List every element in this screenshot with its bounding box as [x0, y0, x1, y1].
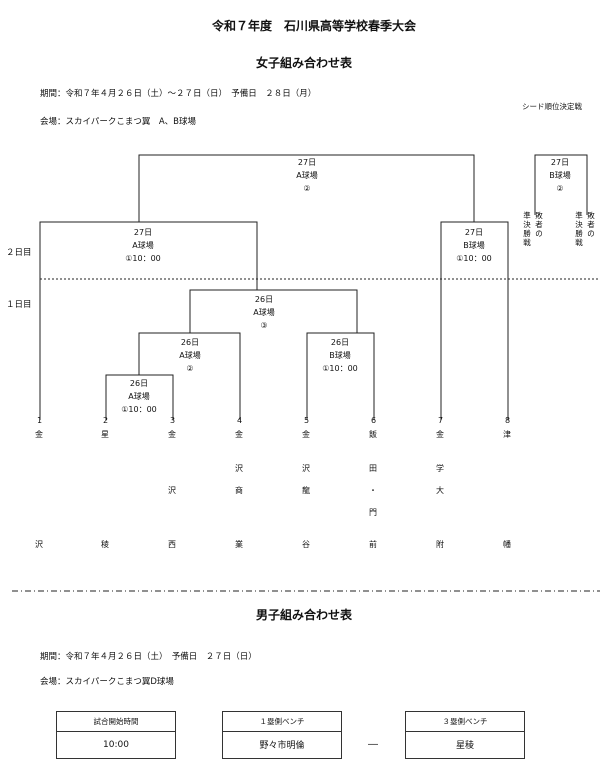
vertical-char: 準: [523, 211, 531, 220]
team-name-char: 沢: [168, 486, 176, 495]
team-name-char: 星: [101, 430, 109, 439]
seed-right-col-2: 敗者の: [584, 211, 598, 238]
vertical-char: 者: [587, 220, 595, 229]
team-name-char: 大: [436, 486, 444, 495]
seed-left-text: 準決勝戦 敗者の: [520, 211, 548, 271]
start-time-box: 試合開始時間 10:00: [56, 711, 176, 759]
team-name-char: 金: [168, 430, 176, 439]
team-name-char: 金: [35, 430, 43, 439]
team-name-char: 学: [436, 464, 444, 473]
first-base-bench-label: １塁側ベンチ: [259, 717, 305, 726]
day1-label: １日目: [6, 300, 32, 310]
team-name-char: 沢: [302, 464, 310, 473]
girls-bracket-title: 女子組み合わせ表: [256, 56, 353, 70]
start-time-label: 試合開始時間: [93, 717, 139, 726]
boys-venue: 会場：スカイパークこまつ翼D球場: [40, 677, 174, 687]
team-number-8: 8: [505, 416, 511, 425]
team-name-char: 津: [503, 430, 511, 439]
third-base-bench-label: ３塁側ベンチ: [442, 717, 488, 726]
girls-venue: 会場：スカイパークこまつ翼 A、B球場: [40, 117, 196, 127]
day2-label: ２日目: [6, 248, 32, 258]
vertical-char: の: [587, 229, 595, 238]
team-name-char: 金: [302, 430, 310, 439]
seed-decision-label: シード順位決定戦: [522, 102, 582, 111]
vertical-char: 勝: [575, 229, 583, 238]
team-number-1: 1: [37, 416, 43, 425]
team-name-char: 沢: [35, 540, 43, 549]
team-number-4: 4: [237, 416, 243, 425]
team-number-2: 2: [103, 416, 109, 425]
boys-period: 期間：令和７年４月２６日（土） 予備日 ２７日（日）: [40, 652, 257, 662]
third-base-bench-team: 星稜: [455, 741, 474, 751]
vertical-char: 決: [523, 220, 531, 229]
team-name-char: 西: [168, 540, 176, 549]
start-time-value: 10:00: [103, 739, 129, 750]
team-number-6: 6: [371, 416, 377, 425]
vertical-char: 戦: [523, 238, 531, 247]
team-name-char: 門: [369, 508, 377, 517]
versus-dash: ―: [368, 739, 378, 750]
team-name-char: 稜: [101, 540, 109, 549]
team-name-char: 龍: [302, 486, 310, 495]
team-name-char: 田: [369, 464, 377, 473]
first-base-bench-team: 野々市明倫: [259, 741, 305, 751]
team-number-5: 5: [304, 416, 310, 425]
boys-bracket-title: 男子組み合わせ表: [256, 608, 353, 622]
seed-left-col-2: 敗者の: [532, 211, 546, 238]
vertical-char: 敗: [587, 211, 595, 220]
tournament-title: 令和７年度 石川県高等学校春季大会: [212, 19, 417, 33]
seed-right-text: 準決勝戦 敗者の: [572, 211, 600, 271]
team-name-char: 附: [436, 540, 444, 549]
team-name-char: 商: [235, 486, 243, 495]
vertical-char: 敗: [535, 211, 543, 220]
girls-period: 期間：令和７年４月２６日（土）～２７日（日） 予備日 ２８日（月）: [40, 89, 317, 99]
team-name-char: 沢: [235, 464, 243, 473]
team-number-7: 7: [438, 416, 444, 425]
team-name-char: 金: [235, 430, 243, 439]
team-name-char: 金: [436, 430, 444, 439]
team-name-char: 幡: [503, 540, 511, 549]
team-name-char: 飯: [369, 430, 377, 439]
team-name-char: 業: [235, 540, 243, 549]
vertical-char: 戦: [575, 238, 583, 247]
team-name-char: 谷: [302, 540, 310, 549]
team-name-char: 前: [369, 540, 377, 549]
team-number-3: 3: [170, 416, 176, 425]
vertical-char: 決: [575, 220, 583, 229]
vertical-char: 者: [535, 220, 543, 229]
first-base-bench-box: １塁側ベンチ 野々市明倫: [222, 711, 342, 759]
vertical-char: の: [535, 229, 543, 238]
seed-right-col-1: 準決勝戦: [572, 211, 586, 247]
team-name-char: ・: [369, 486, 377, 495]
vertical-char: 勝: [523, 229, 531, 238]
third-base-bench-box: ３塁側ベンチ 星稜: [405, 711, 525, 759]
seed-left-col-1: 準決勝戦: [520, 211, 534, 247]
vertical-char: 準: [575, 211, 583, 220]
